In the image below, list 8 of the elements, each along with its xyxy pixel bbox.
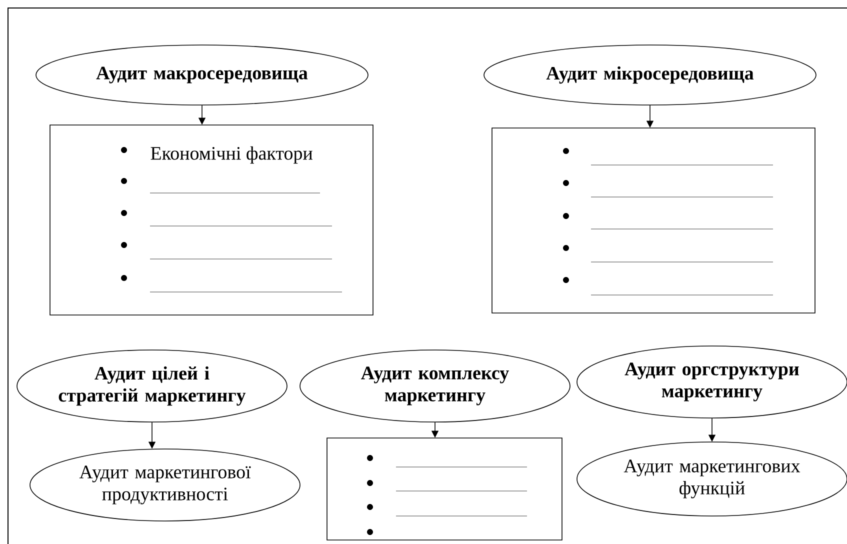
list-box: Економічні фактори	[50, 124, 374, 316]
ellipse-node: Аудит мікросередовища	[484, 44, 816, 106]
list-box	[326, 438, 562, 540]
ellipse-node: Аудит макросередовища	[36, 44, 368, 106]
ellipse-node: Аудит комплексу маркетингу	[300, 350, 570, 422]
ellipse-node: Аудит маркетингової продуктивності	[30, 448, 300, 522]
ellipse-node: Аудит цілей і стратегій маркетингу	[16, 350, 288, 422]
list-box	[492, 128, 816, 314]
